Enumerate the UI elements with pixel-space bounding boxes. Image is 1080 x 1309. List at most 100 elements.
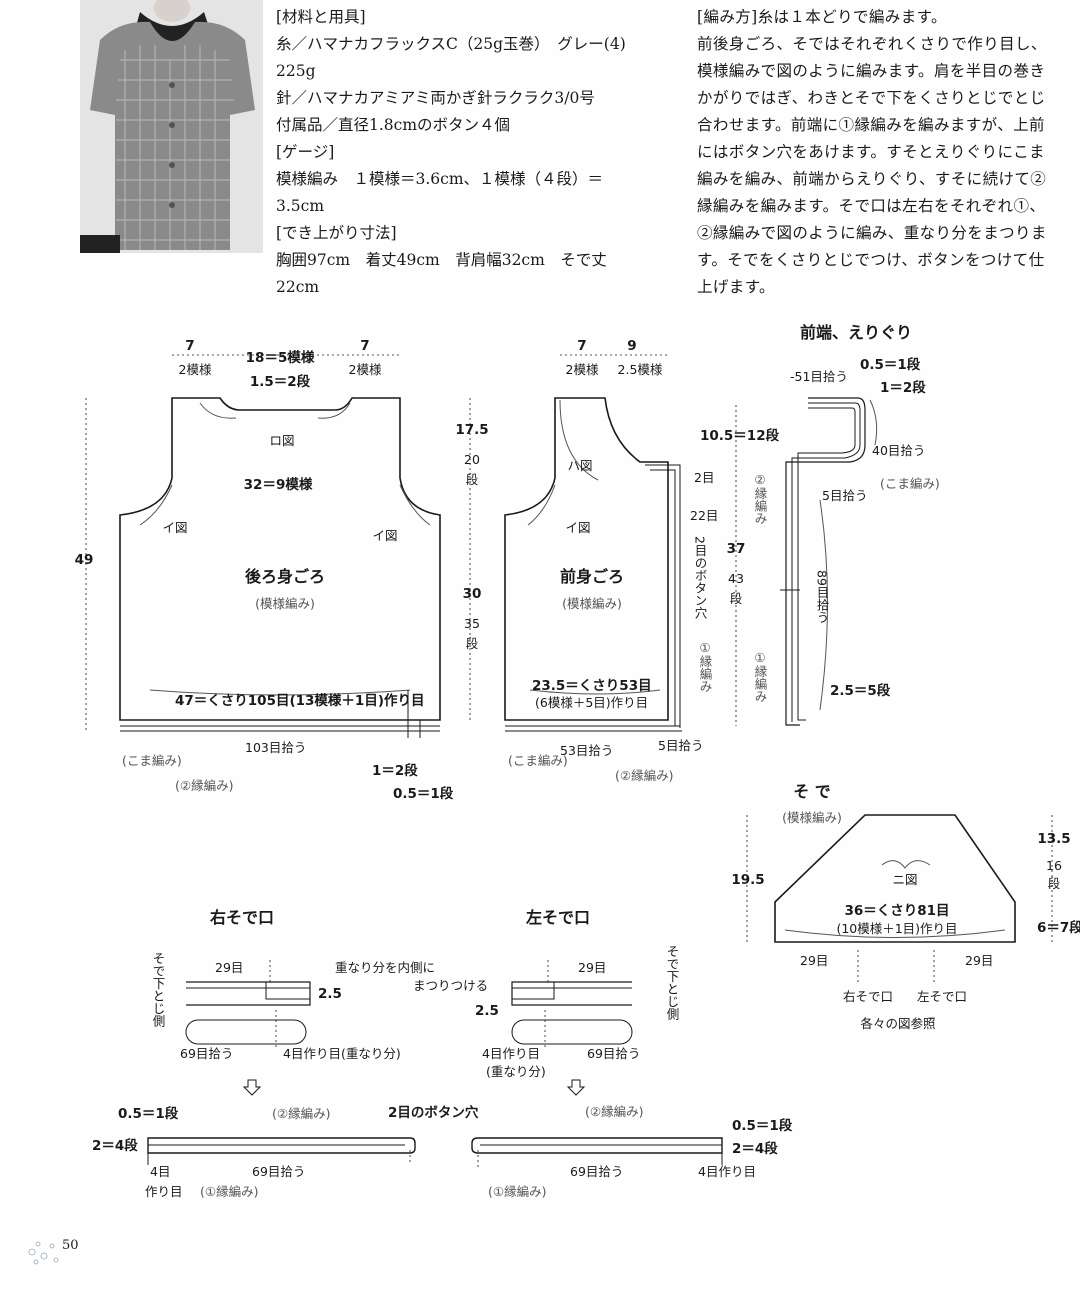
materials-section: [材料と用具] 糸／ハマナカフラックスC（25g玉巻） グレー(4) 225g … xyxy=(276,4,626,301)
front-height: 37 xyxy=(727,541,746,557)
front-edge-band: ①縁編み xyxy=(698,640,713,693)
method-line: す。そでをくさりとじでつけ、ボタンをつけて仕 xyxy=(697,251,1045,269)
left-cuff-diagram xyxy=(511,960,633,1050)
size-heading: [でき上がり寸法] xyxy=(276,224,397,242)
left-cuff-cast4b: (重なり分) xyxy=(486,1064,546,1079)
garment-photo xyxy=(80,0,263,253)
back-armhole-h: 17.5 xyxy=(455,422,488,438)
front-2-stitch: 2目 xyxy=(694,470,714,485)
method-section: [編み方]糸は１本どりで編みます。 前後身ごろ、そではそれぞれくさりで作り目し、… xyxy=(697,4,1072,301)
sleeve-cuff-r: 右そで口 xyxy=(843,989,893,1004)
edge-pick51: -51目拾う xyxy=(790,369,848,384)
right-cuff-overlap: 重なり分を内側に xyxy=(335,960,435,975)
front-pickup-side: 5目拾う xyxy=(658,738,703,753)
yarn-line: 糸／ハマナカフラックスC（25g玉巻） グレー(4) xyxy=(276,35,626,53)
back-top-right-b: 2模様 xyxy=(349,362,382,377)
sleeve-upper-rows: 16 xyxy=(1046,858,1062,873)
right-cuff-29: 29目 xyxy=(215,960,243,975)
edge-sc: (こま編み) xyxy=(880,476,940,491)
edge-pick40: 40目拾う xyxy=(872,443,925,458)
left-band-r2: 2＝4段 xyxy=(732,1140,778,1157)
method-line: 合わせます。前端に①縁編みを編みますが、上前 xyxy=(697,116,1045,134)
front-top-a2: 2模様 xyxy=(566,362,599,377)
page-number: 50 xyxy=(62,1238,79,1253)
front-hem-band: (②縁編み) xyxy=(615,768,673,783)
right-band-pick69: 69目拾う xyxy=(252,1164,305,1179)
back-band-rows-b: 0.5＝1段 xyxy=(393,785,454,802)
left-band-cast4: 4目作り目 xyxy=(698,1164,756,1179)
gauge-line-2: 3.5cm xyxy=(276,197,325,215)
front-cast-on-a: 23.5＝くさり53目 xyxy=(532,678,652,694)
left-cuff-29: 29目 xyxy=(578,960,606,975)
sleeve-cuff-l: 左そで口 xyxy=(917,989,967,1004)
edge-pick89: 89目拾う xyxy=(815,570,830,623)
back-top-left-b: 2模様 xyxy=(179,362,212,377)
method-line: 縁編みを編みます。そで口は左右をそれぞれ①、 xyxy=(697,197,1046,215)
size-line-2: 22cm xyxy=(276,278,320,296)
back-band-rows-a: 1＝2段 xyxy=(372,762,418,779)
right-cuff-pick69: 69目拾う xyxy=(180,1046,233,1061)
front-body-diagram xyxy=(504,354,737,732)
method-line: 編みを編み、前端からえりぐり、すそに続けて② xyxy=(697,170,1047,188)
right-cuff-h: 2.5 xyxy=(318,986,342,1002)
front-buttonhole: 2目のボタン穴 xyxy=(693,536,708,619)
edge-pick5: 5目拾う xyxy=(822,488,867,503)
right-band-cast4a: 4目 xyxy=(150,1164,170,1179)
left-band-pick69: 69目拾う xyxy=(570,1164,623,1179)
sleeve-ref-each: 各々の図参照 xyxy=(860,1016,935,1031)
gauge-line: 模様編み １模様＝3.6cm、１模様（４段）＝ xyxy=(276,170,604,188)
sleeve-diagram xyxy=(746,814,1053,985)
method-line: ②縁編みで図のように編み、重なり分をまつりま xyxy=(697,224,1047,242)
back-height: 49 xyxy=(75,552,94,568)
right-band-1: (①縁編み) xyxy=(200,1184,258,1199)
sleeve-upper-unit: 段 xyxy=(1048,876,1061,891)
edge-r2: 1＝2段 xyxy=(880,379,926,396)
back-neck-ref: ロ図 xyxy=(269,433,294,448)
left-cuff-pick69: 69目拾う xyxy=(587,1046,640,1061)
right-buttonhole: 2目のボタン穴 xyxy=(388,1104,479,1121)
left-cuff-cast4a: 4目作り目 xyxy=(482,1046,540,1061)
back-body-unit: 段 xyxy=(466,636,479,651)
left-cuff-band-diagram xyxy=(471,1137,723,1168)
front-neck-height: 10.5＝12段 xyxy=(700,427,780,444)
back-top-right-a: 7 xyxy=(360,338,369,354)
front-neck-ref: ハ図 xyxy=(567,458,592,473)
size-line: 胸囲97cm 着丈49cm 背肩幅32cm そで丈 xyxy=(276,251,607,269)
sleeve-left-29: 29目 xyxy=(800,953,828,968)
front-22-stitch: 22目 xyxy=(690,508,718,523)
yarn-weight: 225g xyxy=(276,62,316,80)
method-line: にはボタン穴をあけます。すそとえりぐりにこま xyxy=(697,143,1045,161)
right-cuff-side: そで下とじ側 xyxy=(151,952,166,1027)
right-cuff-diagram xyxy=(185,960,311,1050)
method-line: 模様編みで図のように編みます。肩を半目の巻き xyxy=(697,62,1046,80)
front-top-a1: 7 xyxy=(577,338,586,354)
front-title: 前身ごろ xyxy=(560,567,624,586)
back-hem-sc: (こま編み) xyxy=(122,753,182,768)
sleeve-subtitle: (模様編み) xyxy=(782,810,842,825)
back-neck-depth: 1.5＝2段 xyxy=(250,373,311,390)
right-band-cast4b: 作り目 xyxy=(145,1184,183,1199)
method-line: 前後身ごろ、そではそれぞれくさりで作り目し、 xyxy=(697,35,1047,53)
back-pickup: 103目拾う xyxy=(245,740,306,755)
left-cuff-side: そで下とじ側 xyxy=(665,945,680,1020)
back-body-rows: 35 xyxy=(464,616,480,631)
back-title: 後ろ身ごろ xyxy=(245,567,325,586)
back-arm-ref-left: イ図 xyxy=(162,520,187,535)
sleeve-cast-on-a: 36＝くさり81目 xyxy=(844,903,949,919)
gauge-heading: [ゲージ] xyxy=(276,143,335,161)
sleeve-height: 19.5 xyxy=(731,872,764,888)
edge-r1: 0.5＝1段 xyxy=(860,356,921,373)
edge-band1: ①縁編み xyxy=(753,650,768,703)
left-band-1: (①縁編み) xyxy=(488,1184,546,1199)
edge-title: 前端、えりぐり xyxy=(800,323,912,342)
right-band-2: (②縁編み) xyxy=(272,1106,330,1121)
sleeve-right-29: 29目 xyxy=(965,953,993,968)
back-hem-band: (②縁編み) xyxy=(175,778,233,793)
right-band-r2: 2＝4段 xyxy=(92,1137,138,1154)
method-line: [編み方]糸は１本どりで編みます。 xyxy=(697,8,947,26)
sleeve-ref: ニ図 xyxy=(892,872,917,887)
front-pickup: 53目拾う xyxy=(560,743,613,758)
sleeve-lower-h: 6＝7段 xyxy=(1037,919,1080,936)
back-top-mid: 18＝5模様 xyxy=(246,349,315,366)
